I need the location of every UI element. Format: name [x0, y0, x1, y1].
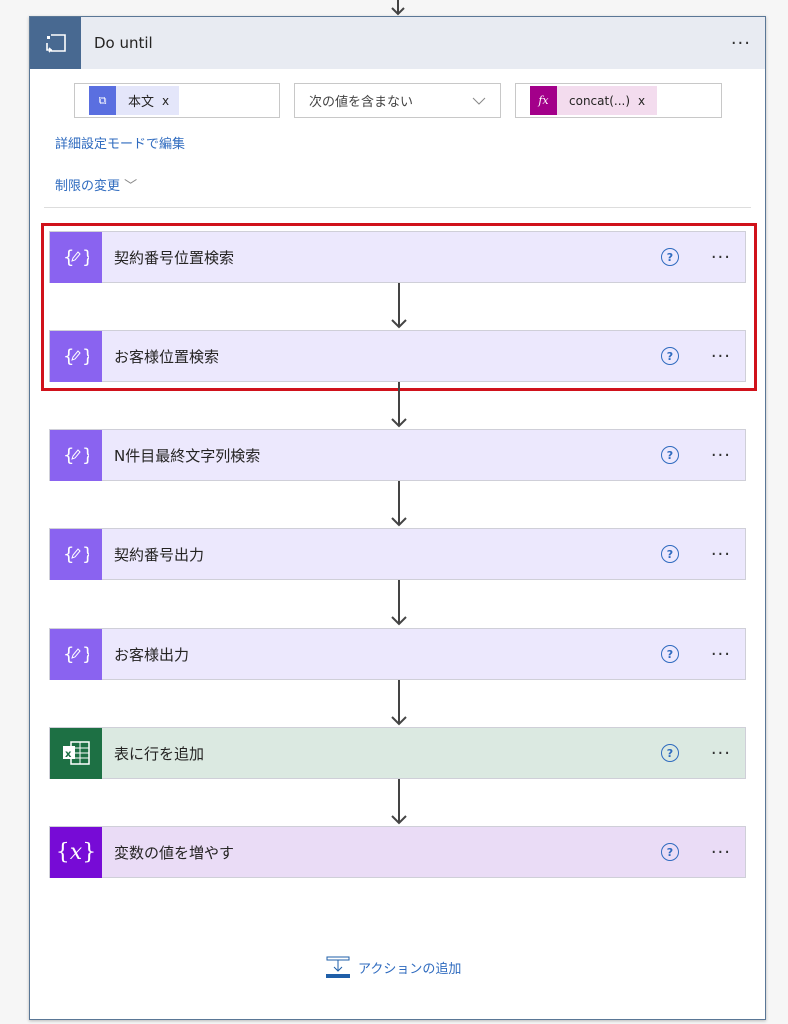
divider	[44, 207, 751, 208]
more-options-icon[interactable]: ···	[710, 345, 731, 367]
more-options-icon[interactable]: ···	[710, 543, 731, 565]
svg-text:{: {	[63, 346, 74, 367]
svg-text:}: }	[82, 445, 89, 466]
connector-arrow	[391, 580, 407, 626]
token-expression[interactable]: fx concat(...) x	[530, 86, 658, 115]
svg-text:}: }	[82, 644, 89, 665]
condition-right-field[interactable]: fx concat(...) x	[515, 83, 722, 118]
help-icon[interactable]: ?	[661, 645, 679, 663]
action-label: 表に行を追加	[114, 744, 205, 763]
action-card[interactable]: {x} 変数の値を増やす ? ···	[49, 826, 746, 878]
connector-arrow	[391, 382, 407, 428]
more-options-icon[interactable]: ···	[710, 246, 731, 268]
loop-title: Do until	[94, 34, 153, 52]
change-limits-link[interactable]: 制限の変更 ﹀	[55, 175, 137, 194]
add-action-label: アクションの追加	[358, 961, 462, 977]
action-label: N件目最終文字列検索	[114, 446, 261, 465]
connector-arrow	[391, 680, 407, 726]
loop-icon	[30, 17, 81, 69]
action-card[interactable]: {} N件目最終文字列検索 ? ···	[49, 429, 746, 481]
compose-icon: {}	[50, 231, 102, 283]
action-label: 契約番号位置検索	[114, 248, 235, 267]
help-icon[interactable]: ?	[661, 347, 679, 365]
add-action-button[interactable]: アクションの追加	[326, 956, 461, 978]
action-card[interactable]: {} お客様位置検索 ? ···	[49, 330, 746, 382]
svg-text:}: }	[82, 247, 89, 268]
action-label: 契約番号出力	[114, 545, 205, 564]
action-card[interactable]: {} 契約番号出力 ? ···	[49, 528, 746, 580]
compose-icon: {}	[50, 429, 102, 481]
help-icon[interactable]: ?	[661, 446, 679, 464]
compose-icon: {}	[50, 330, 102, 382]
compose-icon: {}	[50, 528, 102, 580]
more-options-icon[interactable]: ···	[710, 742, 731, 764]
action-label: お客様出力	[114, 645, 190, 664]
do-until-header[interactable]: Do until ···	[30, 17, 765, 69]
operator-value: 次の値を含まない	[309, 95, 414, 110]
advanced-mode-link[interactable]: 詳細設定モードで編集	[55, 137, 186, 152]
chevron-down-icon: ﹀	[124, 179, 138, 194]
token-label: concat(...)	[569, 93, 631, 108]
variable-icon: {x}	[50, 826, 102, 878]
svg-text:{: {	[63, 247, 74, 268]
remove-token-icon[interactable]: x	[638, 93, 646, 108]
svg-text:}: }	[82, 346, 89, 367]
more-options-icon[interactable]: ···	[730, 32, 751, 54]
dynamic-content-icon: ⧉	[89, 86, 116, 115]
help-icon[interactable]: ?	[661, 248, 679, 266]
help-icon[interactable]: ?	[661, 545, 679, 563]
more-options-icon[interactable]: ···	[710, 444, 731, 466]
svg-text:}: }	[82, 544, 89, 565]
svg-text:{: {	[63, 445, 74, 466]
action-card[interactable]: {} お客様出力 ? ···	[49, 628, 746, 680]
add-action-icon	[326, 956, 350, 978]
svg-text:x: x	[65, 749, 72, 760]
connector-arrow	[391, 283, 407, 329]
token-label: 本文	[128, 95, 155, 110]
action-card[interactable]: {} 契約番号位置検索 ? ···	[49, 231, 746, 283]
condition-left-field[interactable]: ⧉ 本文 x	[74, 83, 280, 118]
excel-icon: x	[50, 727, 102, 779]
operator-select[interactable]: 次の値を含まない	[294, 83, 501, 118]
chevron-down-icon	[472, 97, 486, 105]
help-icon[interactable]: ?	[661, 744, 679, 762]
compose-icon: {}	[50, 628, 102, 680]
action-label: 変数の値を増やす	[114, 843, 235, 862]
more-options-icon[interactable]: ···	[710, 841, 731, 863]
action-label: お客様位置検索	[114, 347, 220, 366]
more-options-icon[interactable]: ···	[710, 643, 731, 665]
svg-text:{: {	[63, 544, 74, 565]
remove-token-icon[interactable]: x	[162, 93, 170, 108]
help-icon[interactable]: ?	[661, 843, 679, 861]
connector-arrow	[391, 481, 407, 527]
change-limits-label: 制限の変更	[55, 179, 121, 194]
action-card[interactable]: x 表に行を追加 ? ···	[49, 727, 746, 779]
svg-text:{: {	[63, 644, 74, 665]
function-icon: fx	[530, 86, 557, 115]
token-body[interactable]: ⧉ 本文 x	[89, 86, 180, 115]
connector-arrow	[391, 0, 405, 16]
connector-arrow	[391, 779, 407, 825]
